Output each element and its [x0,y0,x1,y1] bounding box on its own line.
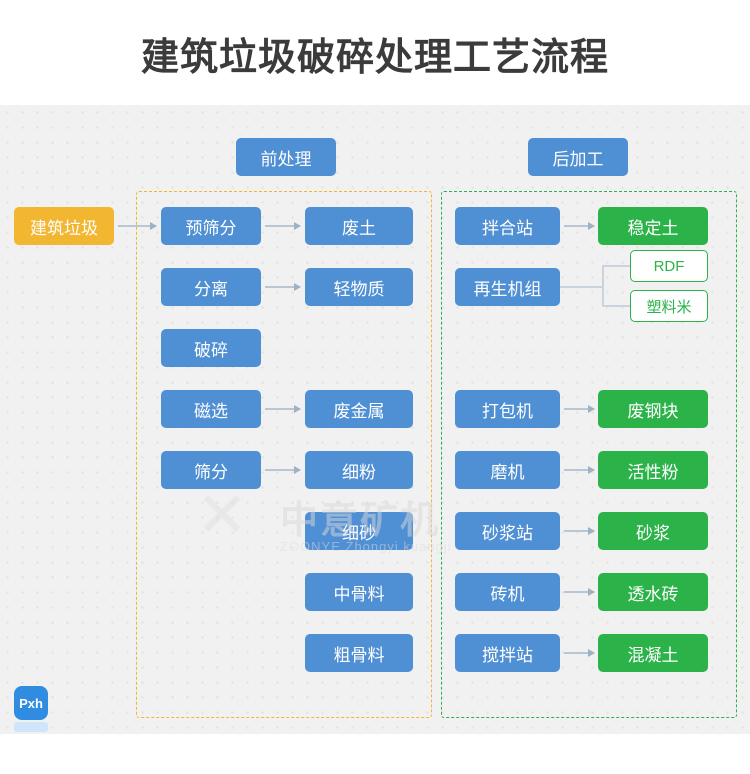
connector-baler-to-scrap-steel [564,404,595,413]
connector-mortar-station-to-mortar [564,526,595,535]
connector-grinder-to-active-powder [564,465,595,474]
connector-recycling-branch-to-plastic [602,305,630,307]
node-rdf[interactable]: RDF [630,250,708,282]
node-separation[interactable]: 分离 [161,268,261,306]
node-source-construction-waste[interactable]: 建筑垃圾 [14,207,114,245]
connector-recycling-branch-horizontal [560,286,604,288]
connector-source-to-pre-screening [118,221,157,230]
node-concrete[interactable]: 混凝土 [598,634,708,672]
node-scrap-steel-block[interactable]: 废钢块 [598,390,708,428]
corner-badge[interactable]: Pxh [14,686,48,720]
node-pre-screening[interactable]: 预筛分 [161,207,261,245]
connector-separation-to-light-material [265,282,301,291]
connector-mixing-to-stabilized-soil [564,221,595,230]
pre-treatment-group-box [136,191,432,718]
node-waste-soil[interactable]: 废土 [305,207,413,245]
post-processing-group-box [441,191,737,718]
node-magnetic-separation[interactable]: 磁选 [161,390,261,428]
connector-recycling-branch-vertical [602,266,604,306]
node-fine-powder[interactable]: 细粉 [305,451,413,489]
node-recycling-unit[interactable]: 再生机组 [455,268,560,306]
node-crushing[interactable]: 破碎 [161,329,261,367]
node-plastic-pellets[interactable]: 塑料米 [630,290,708,322]
flowchart-canvas: 前处理 后加工 建筑垃圾 预筛分 分离 破碎 磁选 筛分 废土 轻物质 废金属 … [0,105,750,734]
connector-brick-machine-to-permeable-brick [564,587,595,596]
group-header-pre: 前处理 [236,138,336,176]
node-light-material[interactable]: 轻物质 [305,268,413,306]
node-grinder[interactable]: 磨机 [455,451,560,489]
node-baler[interactable]: 打包机 [455,390,560,428]
group-header-post: 后加工 [528,138,628,176]
badge-shadow [14,722,48,732]
connector-pre-screening-to-waste-soil [265,221,301,230]
page-header: 建筑垃圾破碎处理工艺流程 [0,0,750,105]
connector-magnetic-to-scrap-metal [265,404,301,413]
connector-recycling-branch-to-rdf [602,265,630,267]
page-title: 建筑垃圾破碎处理工艺流程 [140,37,609,79]
node-permeable-brick[interactable]: 透水砖 [598,573,708,611]
node-coarse-aggregate[interactable]: 粗骨料 [305,634,413,672]
node-mortar-station[interactable]: 砂浆站 [455,512,560,550]
node-fine-sand[interactable]: 细砂 [305,512,413,550]
node-screening[interactable]: 筛分 [161,451,261,489]
connector-screening-to-fine-powder [265,465,301,474]
node-stabilized-soil[interactable]: 稳定土 [598,207,708,245]
node-mortar[interactable]: 砂浆 [598,512,708,550]
node-active-powder[interactable]: 活性粉 [598,451,708,489]
node-mixing-station[interactable]: 拌合站 [455,207,560,245]
node-concrete-mixing-station[interactable]: 搅拌站 [455,634,560,672]
node-medium-aggregate[interactable]: 中骨料 [305,573,413,611]
connector-concrete-station-to-concrete [564,648,595,657]
node-brick-machine[interactable]: 砖机 [455,573,560,611]
node-scrap-metal[interactable]: 废金属 [305,390,413,428]
